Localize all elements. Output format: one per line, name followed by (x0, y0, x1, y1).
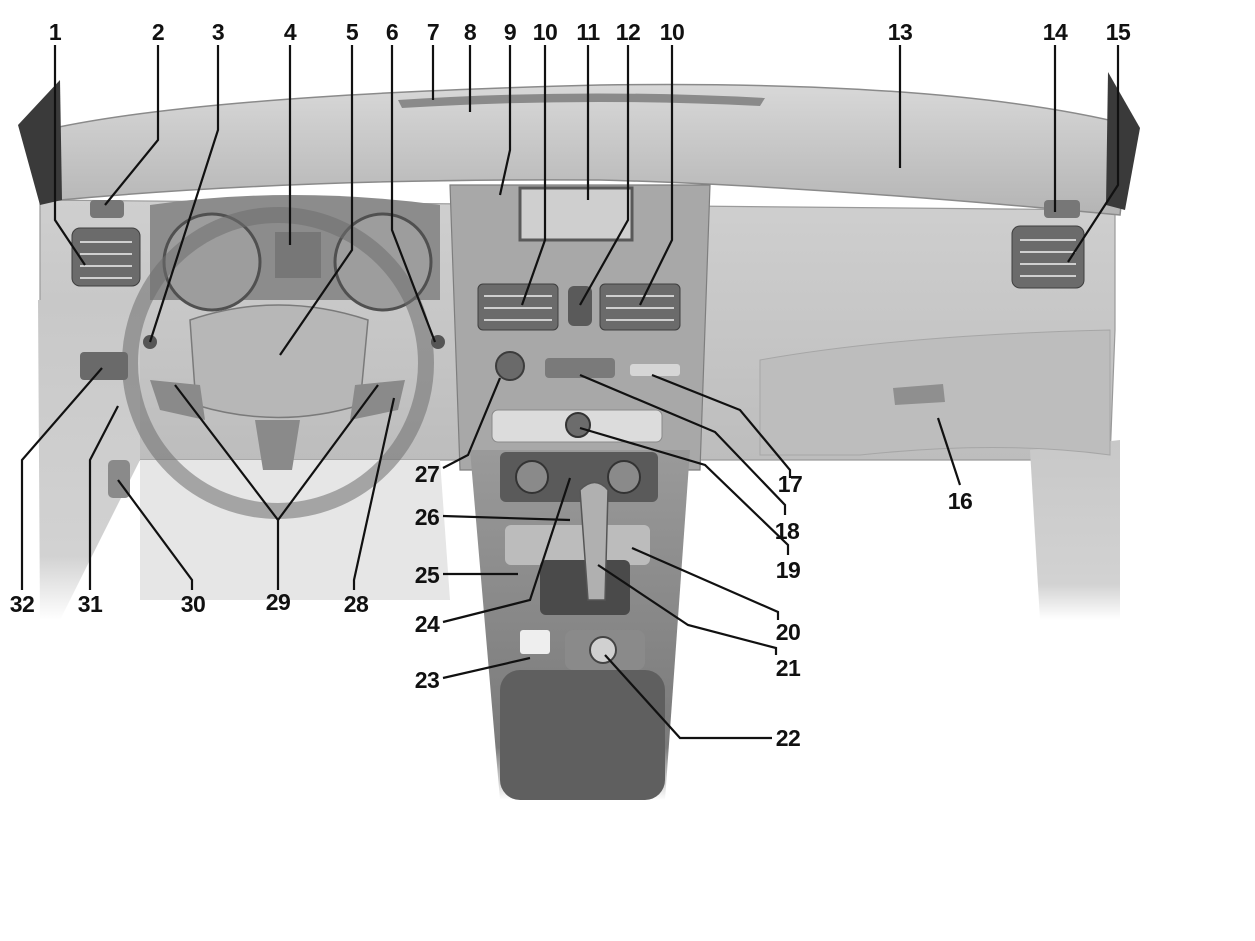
callout-16: 16 (948, 488, 973, 514)
leader-20 (631, 546, 780, 620)
climate-knob-left (515, 460, 549, 494)
callout-10b: 10 (660, 19, 685, 45)
leader-17 (651, 373, 792, 478)
callout-15: 15 (1106, 19, 1131, 45)
callout-1: 1 (49, 19, 62, 45)
callout-21: 21 (776, 655, 801, 681)
callout-18: 18 (775, 518, 800, 544)
left-pillar (18, 80, 62, 205)
callout-25: 25 (415, 562, 440, 588)
left-side-vent-slats (80, 241, 132, 279)
callout-10a: 10 (533, 19, 558, 45)
leader-28 (352, 397, 396, 590)
leader-6 (390, 45, 437, 343)
leader-18 (579, 373, 787, 515)
left-side-demister (90, 200, 124, 218)
multimedia-controller (589, 636, 617, 664)
leader-lines (20, 45, 1120, 740)
leader-16 (936, 417, 962, 486)
leader-23 (442, 656, 531, 680)
callout-11: 11 (576, 19, 600, 45)
windscreen-vent (398, 93, 765, 108)
callout-9: 9 (504, 19, 516, 45)
callout-19: 19 (776, 557, 801, 583)
right-side-vent-slats (1020, 239, 1076, 277)
callout-8: 8 (464, 19, 477, 45)
leader-29b (277, 384, 379, 521)
lower-console-switch (520, 630, 550, 654)
callout-24: 24 (415, 611, 440, 637)
leader-21 (597, 564, 778, 655)
gear-boot (540, 560, 630, 615)
callout-6: 6 (386, 19, 398, 45)
instrument-display (275, 232, 321, 278)
callout-31: 31 (78, 591, 103, 617)
leader-10a (520, 45, 547, 306)
callout-5: 5 (346, 19, 359, 45)
leader-3 (148, 45, 220, 343)
gear-lever (579, 481, 609, 601)
multimedia-screen (518, 186, 634, 242)
leader-32 (20, 367, 103, 590)
leader-10b (639, 45, 674, 306)
card-slot (630, 364, 680, 376)
gear-surround (505, 525, 650, 565)
leader-30 (117, 479, 194, 590)
dashboard-illustration (18, 72, 1140, 800)
callout-23: 23 (415, 667, 440, 693)
callout-labels: 1 2 3 4 5 6 7 8 9 10 11 12 10 13 14 15 1… (10, 19, 1132, 751)
left-switch-block (80, 352, 128, 380)
callout-14: 14 (1043, 19, 1068, 45)
callout-27: 27 (415, 461, 440, 487)
callout-12: 12 (616, 19, 641, 45)
callout-26: 26 (415, 504, 440, 530)
right-side-demister (1044, 200, 1080, 218)
leader-5 (279, 45, 354, 356)
steering-wheel-spoke-bottom (255, 420, 300, 470)
centre-stack (449, 184, 711, 471)
callout-29: 29 (266, 589, 291, 615)
steering-wheel-spoke-left (150, 380, 205, 420)
leader-31 (88, 405, 119, 590)
right-side-vent (1011, 225, 1085, 289)
callout-4: 4 (284, 19, 297, 45)
centre-vent-slats (484, 295, 674, 321)
leader-12 (579, 45, 630, 306)
right-door-panel (1030, 440, 1120, 620)
glovebox-handle (893, 384, 945, 405)
callout-30: 30 (181, 591, 206, 617)
callout-3: 3 (212, 19, 224, 45)
callout-32: 32 (10, 591, 35, 617)
leader-9 (498, 45, 512, 196)
switch-panel (545, 358, 615, 378)
callout-17: 17 (778, 471, 803, 497)
leader-22 (604, 654, 772, 740)
callout-28: 28 (344, 591, 369, 617)
audio-knob (565, 412, 591, 438)
start-button (495, 351, 525, 381)
steering-wheel-hub (189, 304, 369, 419)
callout-2: 2 (152, 19, 164, 45)
climate-knob-right (607, 460, 641, 494)
leader-26 (442, 514, 571, 522)
right-pillar (1106, 72, 1140, 210)
callout-20: 20 (776, 619, 801, 645)
callout-22: 22 (776, 725, 801, 751)
leader-2 (104, 45, 160, 206)
leader-27 (442, 377, 502, 469)
steering-wheel-rim (122, 207, 434, 519)
armrest (500, 670, 665, 800)
leader-15 (1067, 45, 1120, 263)
callout-7: 7 (427, 19, 439, 45)
callout-13: 13 (888, 19, 913, 45)
leader-19 (579, 426, 790, 555)
leader-1 (53, 45, 86, 266)
